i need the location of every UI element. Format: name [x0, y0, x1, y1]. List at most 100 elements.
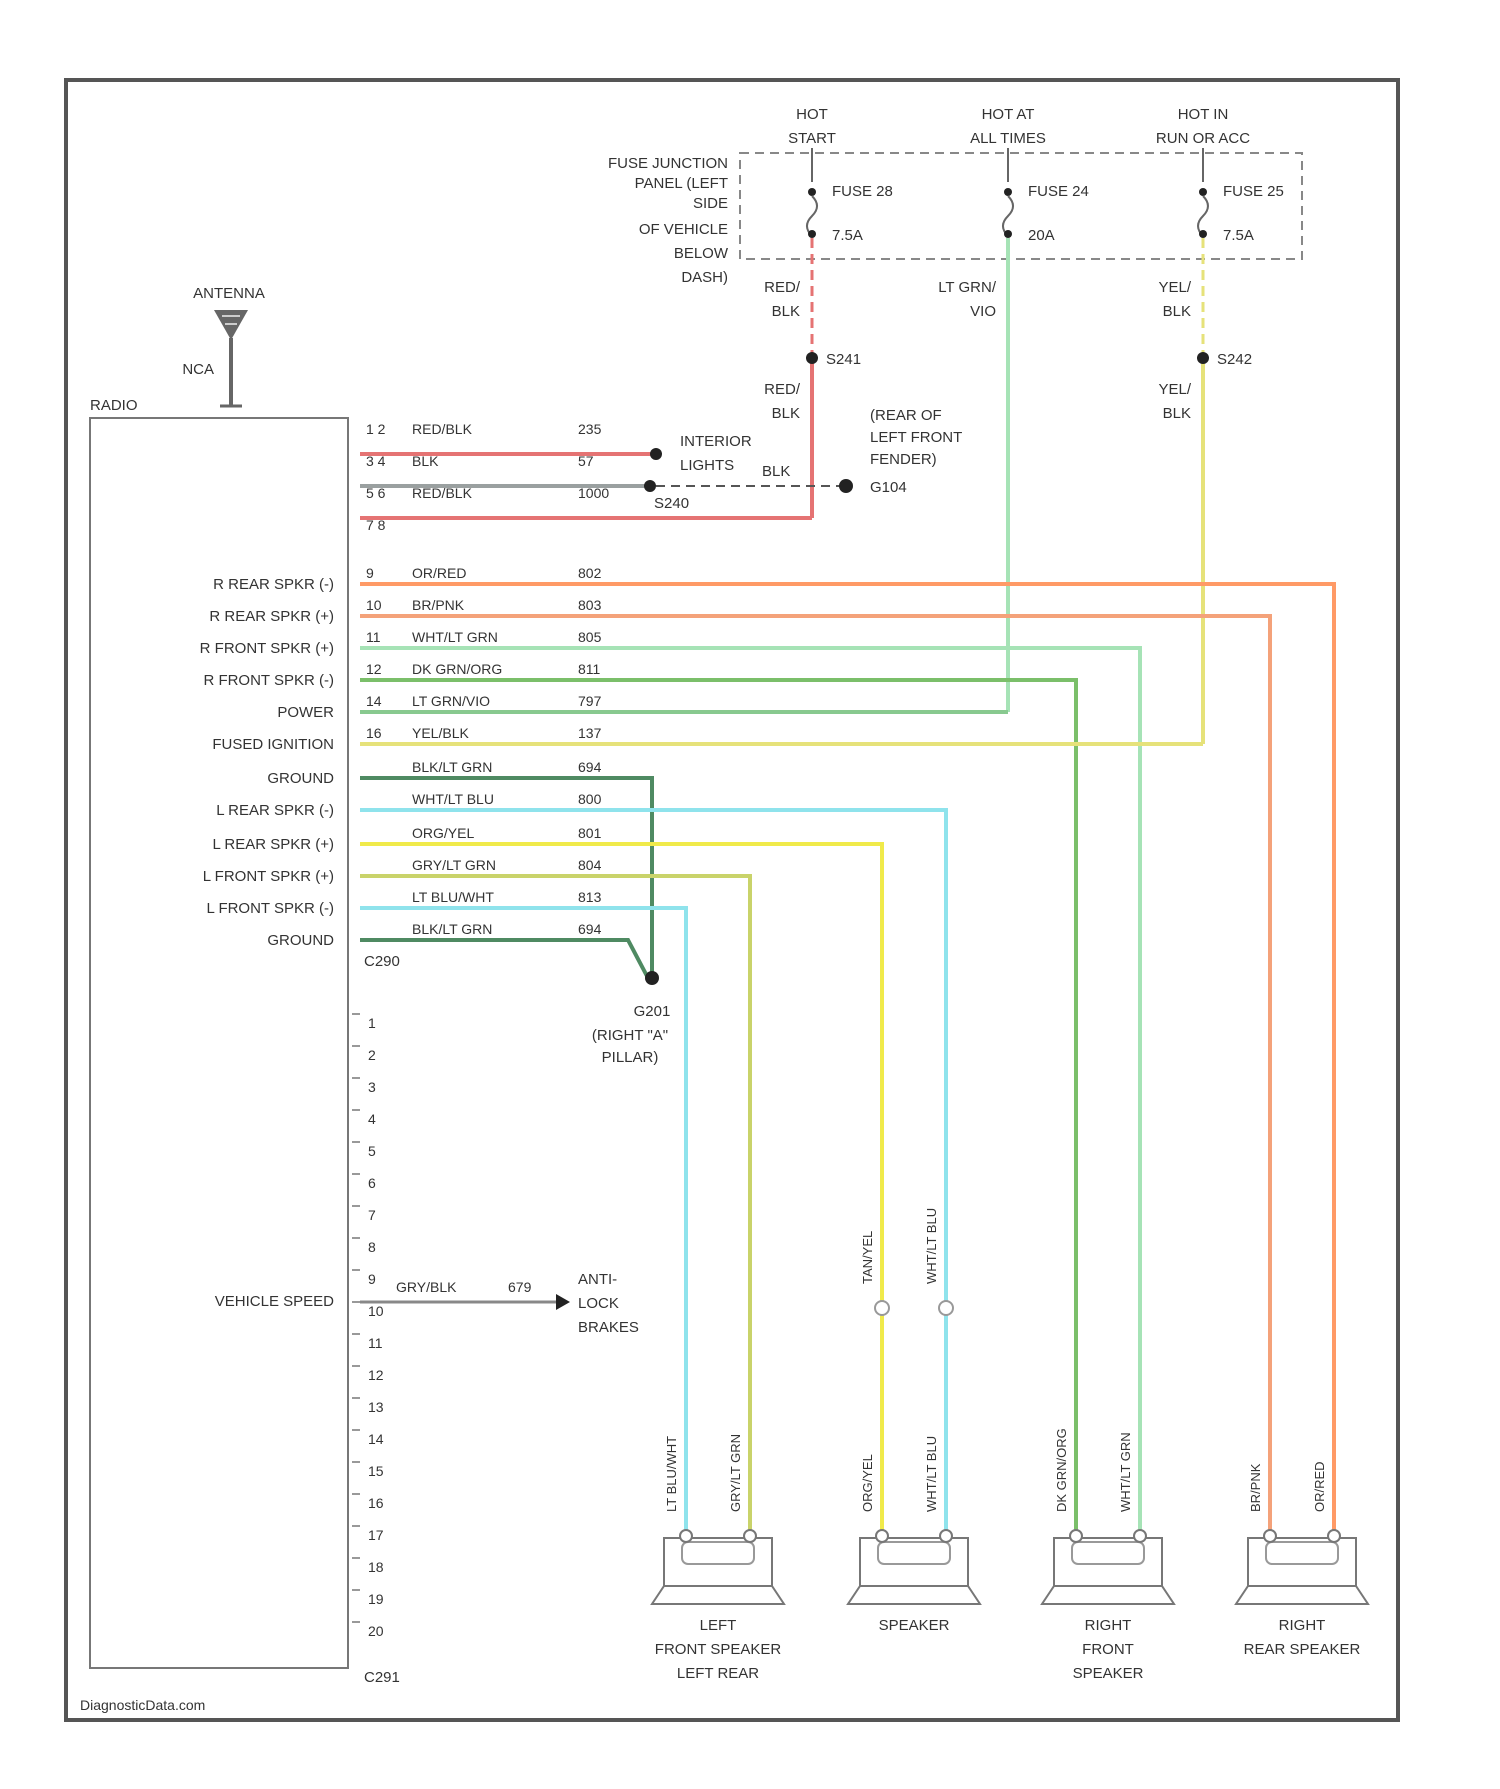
destination-label: FENDER)	[870, 451, 937, 468]
fuse-name: FUSE 24	[1028, 183, 1089, 200]
circuit-label: 694	[578, 759, 602, 775]
circuit-label: 1000	[578, 485, 609, 501]
speaker-name: SPEAKER	[1073, 1665, 1144, 1682]
speaker-wire-label: WHT/LT BLU	[924, 1436, 939, 1512]
wire-color-label: RED/BLK	[412, 485, 473, 501]
pin-number: 3	[368, 1079, 376, 1095]
fuse-feed-header: HOT	[796, 106, 828, 123]
radio-connector-label: C290	[364, 953, 400, 970]
wire-801	[360, 844, 882, 1532]
speaker-icon	[848, 1530, 980, 1604]
pin-number: 11	[368, 1335, 383, 1351]
pin-function-label: GROUND	[267, 770, 334, 787]
circuit-label: 805	[578, 629, 602, 645]
destination-label: LOCK	[578, 1295, 619, 1312]
arrow-icon	[556, 1294, 570, 1310]
wire-811	[360, 680, 1076, 1532]
pin-number: 9	[368, 1271, 376, 1287]
wire-label: RED/	[764, 279, 801, 296]
speaker-terminal	[940, 1530, 952, 1542]
wire-label: YEL/	[1158, 279, 1191, 296]
pin-function-label: R REAR SPKR (-)	[213, 576, 334, 593]
pin-number: 7	[368, 1207, 376, 1223]
pin-number: 12	[366, 661, 382, 677]
wire-color-label: BLK	[412, 453, 439, 469]
splice-s242-dot	[1197, 352, 1209, 364]
destination-label: LIGHTS	[680, 457, 734, 474]
wire-color-label: WHT/LT BLU	[412, 791, 494, 807]
circuit-label: 803	[578, 597, 602, 613]
destination-label: G104	[870, 479, 907, 496]
speaker-wire-label: LT BLU/WHT	[664, 1436, 679, 1512]
destination-label: (REAR OF	[870, 407, 942, 424]
fuse-25: FUSE 25 7.5A	[1198, 148, 1284, 244]
pin-number: 4	[368, 1111, 376, 1127]
circuit-label: 137	[578, 725, 602, 741]
pin-function-label: R FRONT SPKR (+)	[200, 640, 334, 657]
speaker-terminal	[1070, 1530, 1082, 1542]
speaker-base	[848, 1586, 980, 1604]
wire-813	[360, 908, 686, 1532]
wire-label: BLK	[772, 303, 800, 320]
circuit-label: 679	[508, 1279, 532, 1295]
speaker-body	[1054, 1538, 1162, 1586]
speaker-name: LEFT	[700, 1617, 737, 1634]
destination-label: G201	[634, 1003, 671, 1020]
speaker-wire-label: OR/RED	[1312, 1461, 1327, 1512]
destination-label: INTERIOR	[680, 433, 752, 450]
circuit-label: 57	[578, 453, 594, 469]
speaker-base	[1042, 1586, 1174, 1604]
speaker-terminal	[876, 1530, 888, 1542]
wire-color-label: ORG/YEL	[412, 825, 474, 841]
destination-label: (RIGHT "A"	[592, 1027, 668, 1044]
speaker-name: FRONT SPEAKER	[655, 1641, 782, 1658]
speaker-name: SPEAKER	[879, 1617, 950, 1634]
wire-803	[360, 616, 1270, 1538]
fuse-rating: 20A	[1028, 227, 1055, 244]
pin-number: 11	[366, 629, 381, 645]
wire-color-label: BLK/LT GRN	[412, 759, 492, 775]
pin-function-label: L FRONT SPKR (-)	[206, 900, 334, 917]
speaker-wire-label: DK GRN/ORG	[1054, 1428, 1069, 1512]
radio-connector-label: C291	[364, 1669, 400, 1686]
fuse-24: FUSE 24 20A	[1003, 148, 1089, 244]
speaker-terminal	[680, 1530, 692, 1542]
fuse-panel-label-line: OF VEHICLE	[639, 221, 728, 238]
fuse-feed-header: START	[788, 130, 836, 147]
radio-unit	[90, 418, 348, 1668]
splice-label: S242	[1217, 351, 1252, 368]
wire-color-label: BLK/LT GRN	[412, 921, 492, 937]
fuse-panel-label: FUSE JUNCTION PANEL (LEFT SIDE OF VEHICL…	[608, 155, 729, 286]
fuse-feed-header: RUN OR ACC	[1156, 130, 1250, 147]
pin-function-label: L REAR SPKR (+)	[212, 836, 334, 853]
circuit-label: 811	[578, 661, 601, 677]
wire-color-label: LT BLU/WHT	[412, 889, 494, 905]
antenna-cable-label: NCA	[182, 361, 214, 378]
speaker-wire-label: ORG/YEL	[860, 1454, 875, 1512]
pin-number: 7 8	[366, 517, 386, 533]
speaker-icon	[652, 1530, 784, 1604]
pin-number: 3 4	[366, 453, 386, 469]
speaker-name: RIGHT	[1279, 1617, 1326, 1634]
pin-number: 14	[368, 1431, 384, 1447]
speaker-terminal	[744, 1530, 756, 1542]
speaker-terminal	[1134, 1530, 1146, 1542]
speaker-name: LEFT REAR	[677, 1665, 759, 1682]
destination-label: BRAKES	[578, 1319, 639, 1336]
pin-number: 19	[368, 1591, 384, 1607]
wire-color-label: BR/PNK	[412, 597, 465, 613]
wire-label: LT GRN/	[938, 279, 997, 296]
radio-label: RADIO	[90, 397, 138, 414]
fuse-feed-header: HOT IN	[1178, 106, 1229, 123]
speaker-wire-label: WHT/LT GRN	[1118, 1432, 1133, 1512]
speaker-wire-label: GRY/LT GRN	[728, 1434, 743, 1512]
wire-color-label: WHT/LT GRN	[412, 629, 498, 645]
pin-number: 12	[368, 1367, 384, 1383]
fuse-junction-panel-box	[740, 153, 1302, 259]
antenna-label: ANTENNA	[193, 285, 265, 302]
fuse-name: FUSE 28	[832, 183, 893, 200]
speaker-terminal	[1264, 1530, 1276, 1542]
